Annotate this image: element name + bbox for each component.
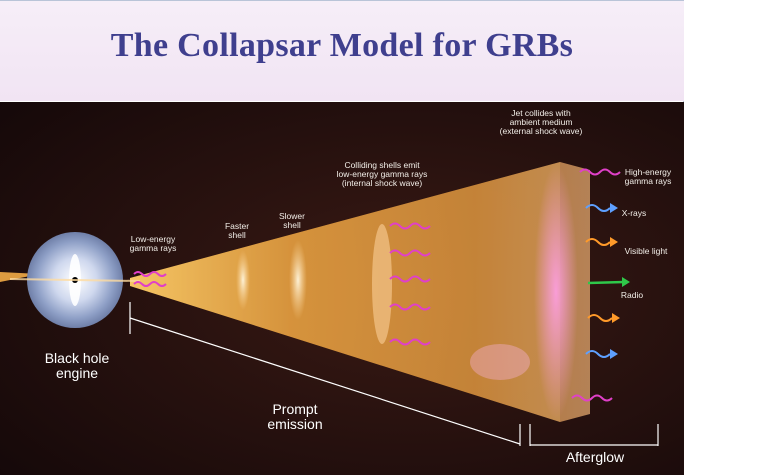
radio-line <box>587 280 625 285</box>
high-energy-line1: High-energy <box>624 167 672 177</box>
internal-gamma-5 <box>389 338 431 346</box>
gamma-wave-2 <box>133 281 167 287</box>
internal-gamma-4 <box>389 303 431 311</box>
low-energy-label: Low-energy gamma rays <box>118 235 188 253</box>
xray-wave <box>585 204 611 212</box>
colliding-line3: (internal shock wave) <box>341 177 423 188</box>
gamma-wave-1 <box>133 271 167 277</box>
prompt-bracket-line <box>129 317 521 445</box>
visible-wave <box>585 238 611 246</box>
low-energy-line1: Low-energy <box>130 234 176 244</box>
prompt-emission-label: Prompt emission <box>250 402 340 431</box>
visible-wave-2 <box>587 314 613 322</box>
radio-arrowhead <box>622 277 630 287</box>
xray-wave-2 <box>585 350 611 358</box>
jet-collides-line1: Jet collides with <box>511 108 571 118</box>
afterglow-label: Afterglow <box>565 449 625 465</box>
slower-shell-label: Slower shell <box>270 212 314 230</box>
high-energy-label: High-energy gamma rays <box>612 168 684 186</box>
black-hole-label-line1: Black hole <box>44 350 110 366</box>
gamma-wave-lower <box>571 394 613 402</box>
faster-shell <box>236 250 250 310</box>
slower-shell-line2: shell <box>283 219 301 230</box>
jet-collides-line3: (external shock wave) <box>499 125 583 136</box>
prompt-line2: emission <box>267 415 323 432</box>
black-hole-label: Black hole engine <box>22 351 132 380</box>
jet-axis <box>9 278 141 282</box>
prompt-line1: Prompt <box>272 401 318 417</box>
jet-core <box>130 162 560 422</box>
xray-arrowhead <box>610 203 618 213</box>
internal-gamma-3 <box>389 275 431 283</box>
jet-collides-line2: ambient medium <box>509 116 573 127</box>
visible-arrowhead <box>610 237 618 247</box>
faster-shell-line1: Faster <box>224 221 250 231</box>
title-band: The Collapsar Model for GRBs <box>0 1 684 101</box>
faster-shell-label: Faster shell <box>215 222 259 240</box>
slide-title: The Collapsar Model for GRBs <box>110 27 574 64</box>
visible-arrowhead-2 <box>612 313 620 323</box>
black-hole-label-line2: engine <box>55 364 99 381</box>
slower-shell <box>289 240 307 320</box>
internal-gamma-1 <box>389 222 431 230</box>
faster-shell-line2: shell <box>228 229 246 240</box>
jet-cone <box>130 162 590 422</box>
jet-collides-label: Jet collides with ambient medium (extern… <box>486 109 596 136</box>
diagram-canvas <box>0 102 684 475</box>
colliding-shells-label: Colliding shells emit low-energy gamma r… <box>322 161 442 188</box>
external-shock-front <box>534 164 578 420</box>
high-energy-line2: gamma rays <box>624 175 672 186</box>
internal-gamma-2 <box>389 249 431 257</box>
colliding-shells <box>372 224 392 344</box>
collapsar-diagram: Black hole engine Low-energy gamma rays … <box>0 102 684 475</box>
slower-shell-line1: Slower <box>279 211 305 221</box>
colliding-line2: low-energy gamma rays <box>336 168 428 179</box>
xrays-label: X-rays <box>621 208 647 218</box>
colliding-line1: Colliding shells emit <box>344 160 420 170</box>
low-energy-line2: gamma rays <box>129 242 177 253</box>
radio-label: Radio <box>620 290 644 300</box>
shock-blob <box>470 344 530 380</box>
xray-arrowhead-2 <box>610 349 618 359</box>
slide: The Collapsar Model for GRBs <box>0 0 684 475</box>
visible-light-label: Visible light <box>624 246 668 256</box>
high-energy-gamma-wave <box>579 168 621 176</box>
